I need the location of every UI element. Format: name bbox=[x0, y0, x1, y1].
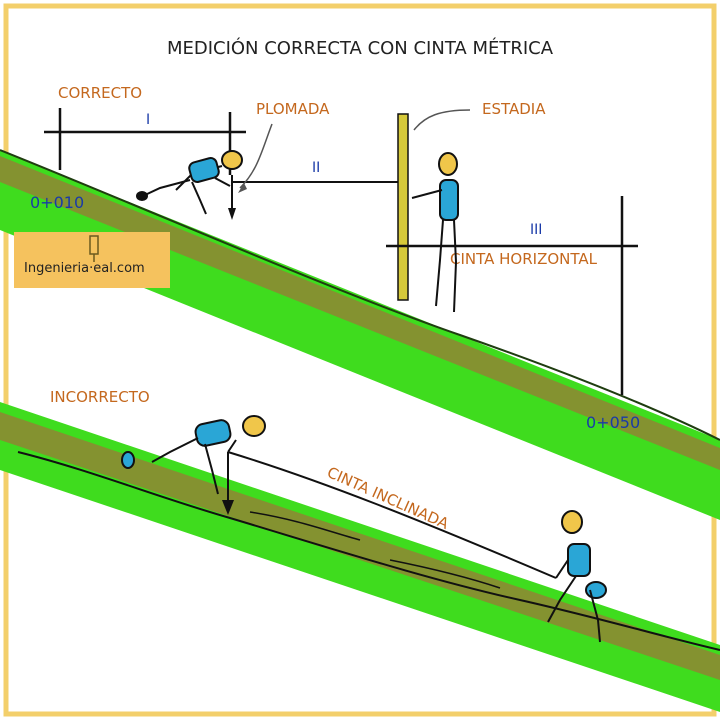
surveyor-figure-icon bbox=[411, 152, 459, 313]
bottom-slope bbox=[0, 402, 720, 712]
surveyor-figure-icon bbox=[121, 415, 266, 495]
watermark-text: Ingenieria·eal.com bbox=[24, 261, 145, 276]
frame-border bbox=[3, 3, 717, 717]
diagram-title: MEDICIÓN CORRECTA CON CINTA MÉTRICA bbox=[167, 37, 554, 59]
segment-iii-label: III bbox=[530, 222, 542, 238]
station-start-label: 0+010 bbox=[30, 193, 84, 212]
incorrect-label: INCORRECTO bbox=[50, 388, 150, 406]
top-slope bbox=[0, 149, 720, 520]
watermark-logo: Ingenieria·eal.com bbox=[14, 232, 170, 288]
station-end-label: 0+050 bbox=[586, 413, 640, 432]
plumb-arrow bbox=[239, 123, 273, 189]
leveling-rod bbox=[397, 113, 409, 301]
correct-label: CORRECTO bbox=[58, 84, 142, 102]
horizontal-tape-label: CINTA HORIZONTAL bbox=[450, 250, 598, 268]
segment-i-label: I bbox=[146, 112, 150, 128]
plumb-label: PLOMADA bbox=[256, 100, 330, 118]
segment-ii-label: II bbox=[312, 160, 320, 176]
rod-arrow bbox=[413, 109, 471, 131]
inclined-tape bbox=[227, 451, 557, 579]
segment-iii-tape bbox=[386, 196, 638, 395]
surveyor-figure-icon bbox=[136, 150, 243, 215]
rod-label: ESTADIA bbox=[482, 100, 546, 118]
measuring-tape-icon bbox=[89, 235, 99, 262]
plumb-bob-icon bbox=[222, 452, 234, 515]
surveyor-figure-icon bbox=[547, 510, 607, 643]
